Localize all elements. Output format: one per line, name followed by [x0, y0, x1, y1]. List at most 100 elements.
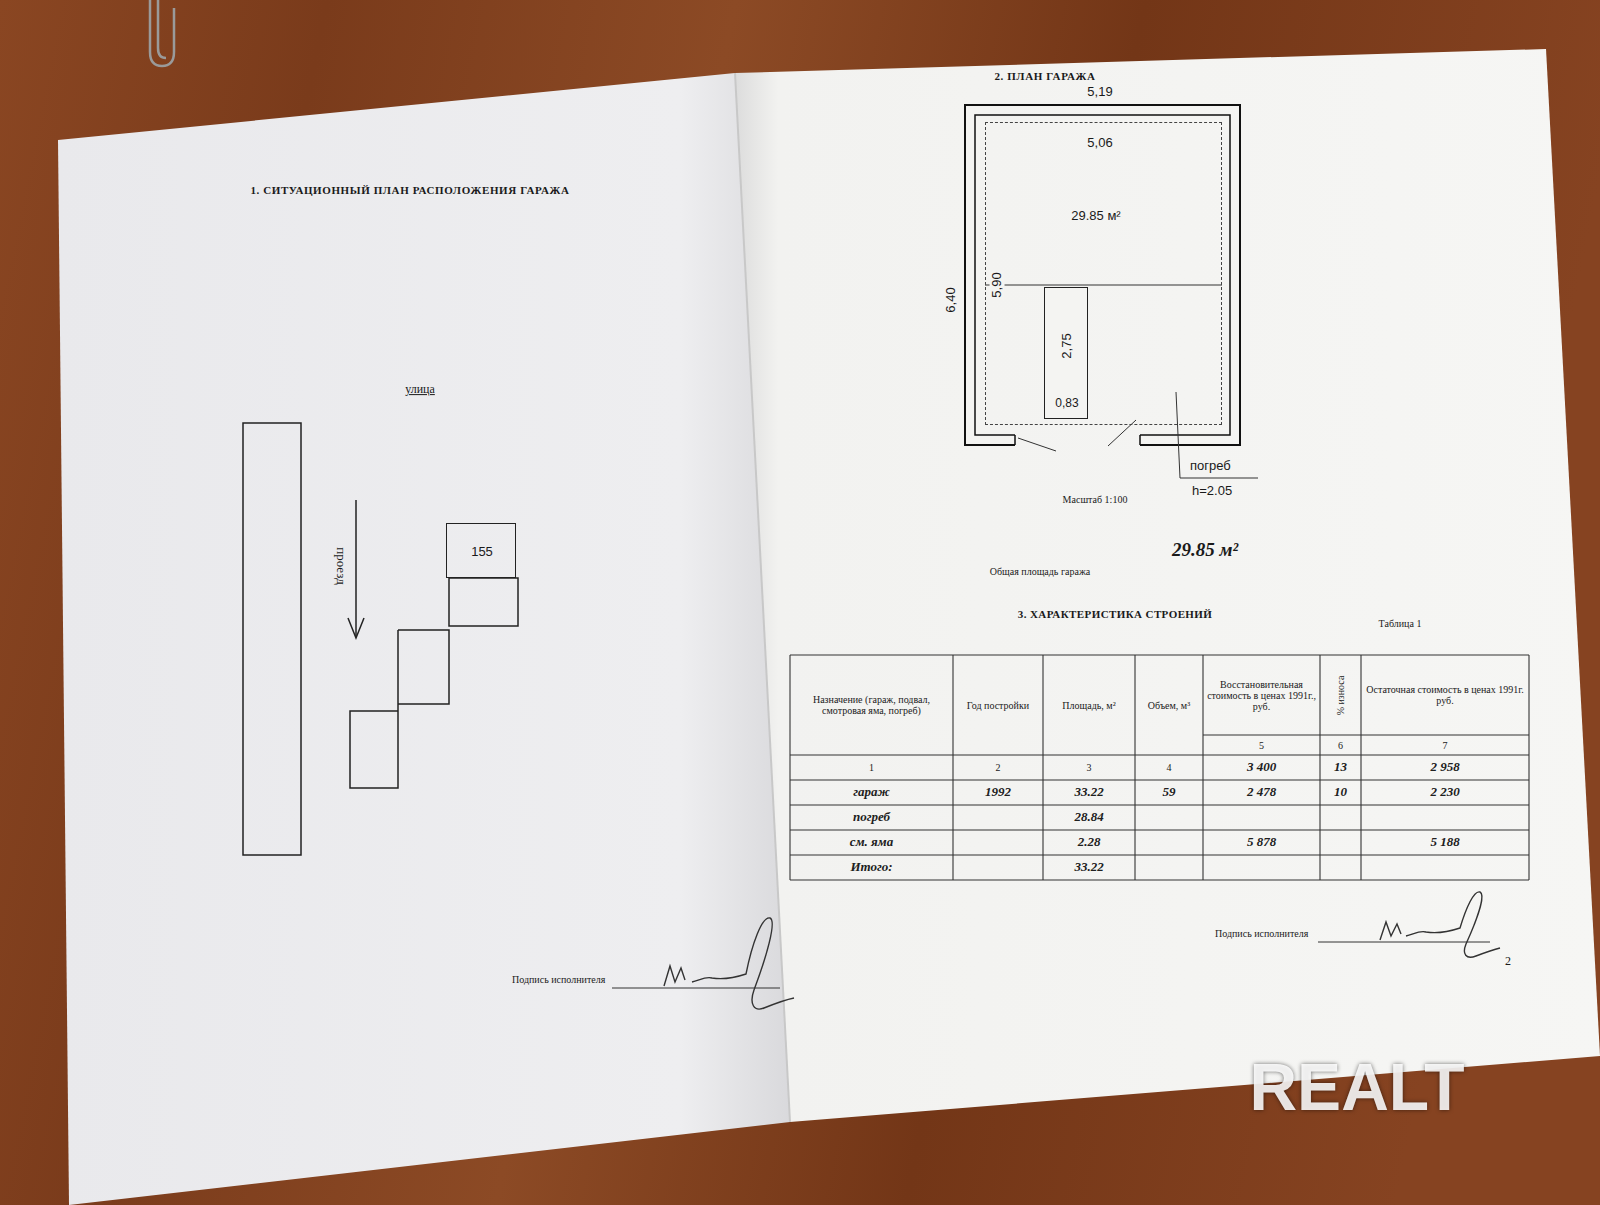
dimension: 2,75: [1060, 333, 1074, 358]
table-cell: Назначение (гараж, подвал, смотровая яма…: [790, 655, 953, 755]
watermark: REALT: [1249, 1050, 1464, 1126]
column-header: Год постройки: [967, 700, 1029, 711]
table-cell: Площадь, м²: [1043, 655, 1135, 755]
column-header: Объем, м³: [1148, 700, 1190, 711]
cellar-height: h=2.05: [1192, 484, 1232, 499]
driveway-label: проезд: [334, 547, 349, 585]
table-rule: [790, 654, 1529, 655]
arrow-head: [348, 618, 364, 638]
column-number: 3: [1087, 762, 1092, 773]
garage-box: 155: [446, 523, 516, 578]
column-header: % износа: [1335, 675, 1346, 715]
table-rule: [1134, 655, 1135, 880]
table-cell: гараж: [790, 780, 953, 805]
dimension: 0,83: [1055, 397, 1078, 410]
table-cell: 2: [953, 755, 1043, 780]
table-rule: [790, 804, 1529, 805]
table-cell: 13: [1320, 755, 1361, 780]
area-label: 29.85 м²: [1071, 209, 1120, 223]
table-cell: % износа: [1320, 655, 1361, 735]
table-cell: 6: [1320, 735, 1361, 755]
street-label: улица: [405, 383, 435, 397]
signature-caption: Подпись исполнителя: [1215, 928, 1308, 940]
table-cell: Год постройки: [953, 655, 1043, 755]
column-number: 1: [869, 762, 874, 773]
column-header: Площадь, м²: [1062, 700, 1115, 711]
table-cell: 1: [790, 755, 953, 780]
table-rule: [789, 655, 790, 880]
table-cell: 1992: [953, 780, 1043, 805]
table-cell: 3: [1043, 755, 1135, 780]
table-cell: 5 878: [1203, 830, 1320, 855]
signature-caption: Подпись исполнителя: [512, 974, 605, 986]
table-rule: [790, 854, 1529, 855]
cellar-label: погреб: [1190, 459, 1231, 474]
table-cell: погреб: [790, 805, 953, 830]
table-cell: 5 188: [1361, 830, 1529, 855]
table-value: см. яма: [850, 835, 893, 849]
column-header: Назначение (гараж, подвал, смотровая яма…: [793, 694, 950, 716]
area-caption: Общая площадь гаража: [990, 566, 1091, 578]
table-value: 2 230: [1430, 785, 1459, 799]
page-number: 2: [1505, 955, 1511, 969]
scale-note: Масштаб 1:100: [1063, 494, 1128, 506]
table-value: 59: [1163, 785, 1176, 799]
section-heading: 3. ХАРАКТЕРИСТИКА СТРОЕНИЙ: [1018, 608, 1212, 621]
table-cell: 5: [1203, 735, 1320, 755]
table-rule: [1319, 655, 1320, 880]
table-value: 5 188: [1430, 835, 1459, 849]
signature: [1380, 892, 1500, 957]
inspection-pit: 2,75 0,83: [1044, 287, 1088, 419]
dimension: 5,19: [1087, 85, 1112, 100]
table-cell: 33.22: [1043, 855, 1135, 880]
table-rule: [1203, 734, 1529, 735]
table-grid: [790, 655, 1529, 880]
dimension: 6,40: [944, 287, 959, 312]
table-rule: [1528, 655, 1529, 880]
column-header: Восстановительная стоимость в ценах 1991…: [1206, 679, 1317, 712]
room-divider: [985, 285, 1222, 286]
table-value: 33.22: [1074, 860, 1103, 874]
section-heading: 2. ПЛАН ГАРАЖА: [994, 70, 1095, 83]
table-cell: см. яма: [790, 830, 953, 855]
signature: [664, 918, 794, 1009]
table-rule: [1042, 655, 1043, 880]
table-value: Итого:: [850, 860, 892, 874]
table-rule: [790, 779, 1529, 780]
table-caption: Таблица 1: [1379, 618, 1422, 630]
table-rule: [790, 829, 1529, 830]
table-cell: 10: [1320, 780, 1361, 805]
left-page: [58, 73, 790, 1205]
table-cell: Остаточная стоимость в ценах 1991г. руб.: [1361, 655, 1529, 735]
wall-inner: [975, 115, 1230, 435]
table-value: 2 478: [1247, 785, 1276, 799]
table-cell: 59: [1135, 780, 1203, 805]
table-cell: 3 400: [1203, 755, 1320, 780]
table-value: 33.22: [1074, 785, 1103, 799]
building-outline: [243, 423, 301, 855]
direction-arrow: [355, 500, 357, 636]
column-number: 6: [1338, 740, 1343, 751]
table-cell: 7: [1361, 735, 1529, 755]
table-value: 5 878: [1247, 835, 1276, 849]
dimension: 5,06: [1087, 136, 1112, 151]
paper-clip: [150, 0, 174, 66]
column-number: 5: [1259, 740, 1264, 751]
leader-line: [1176, 392, 1258, 478]
table-value: 3 400: [1247, 760, 1276, 774]
table-cell: 33.22: [1043, 780, 1135, 805]
table-cell: 4: [1135, 755, 1203, 780]
table-value: 10: [1334, 785, 1347, 799]
table-cell: Объем, м³: [1135, 655, 1203, 755]
callout-number: 155: [471, 545, 493, 559]
table-cell: Восстановительная стоимость в ценах 1991…: [1203, 655, 1320, 735]
wall-outer: [965, 105, 1240, 445]
table-rule: [790, 754, 1529, 755]
table-value: 28.84: [1074, 810, 1103, 824]
column-header: Остаточная стоимость в ценах 1991г. руб.: [1364, 684, 1526, 706]
table-cell: Итого:: [790, 855, 953, 880]
table-rule: [1360, 655, 1361, 880]
